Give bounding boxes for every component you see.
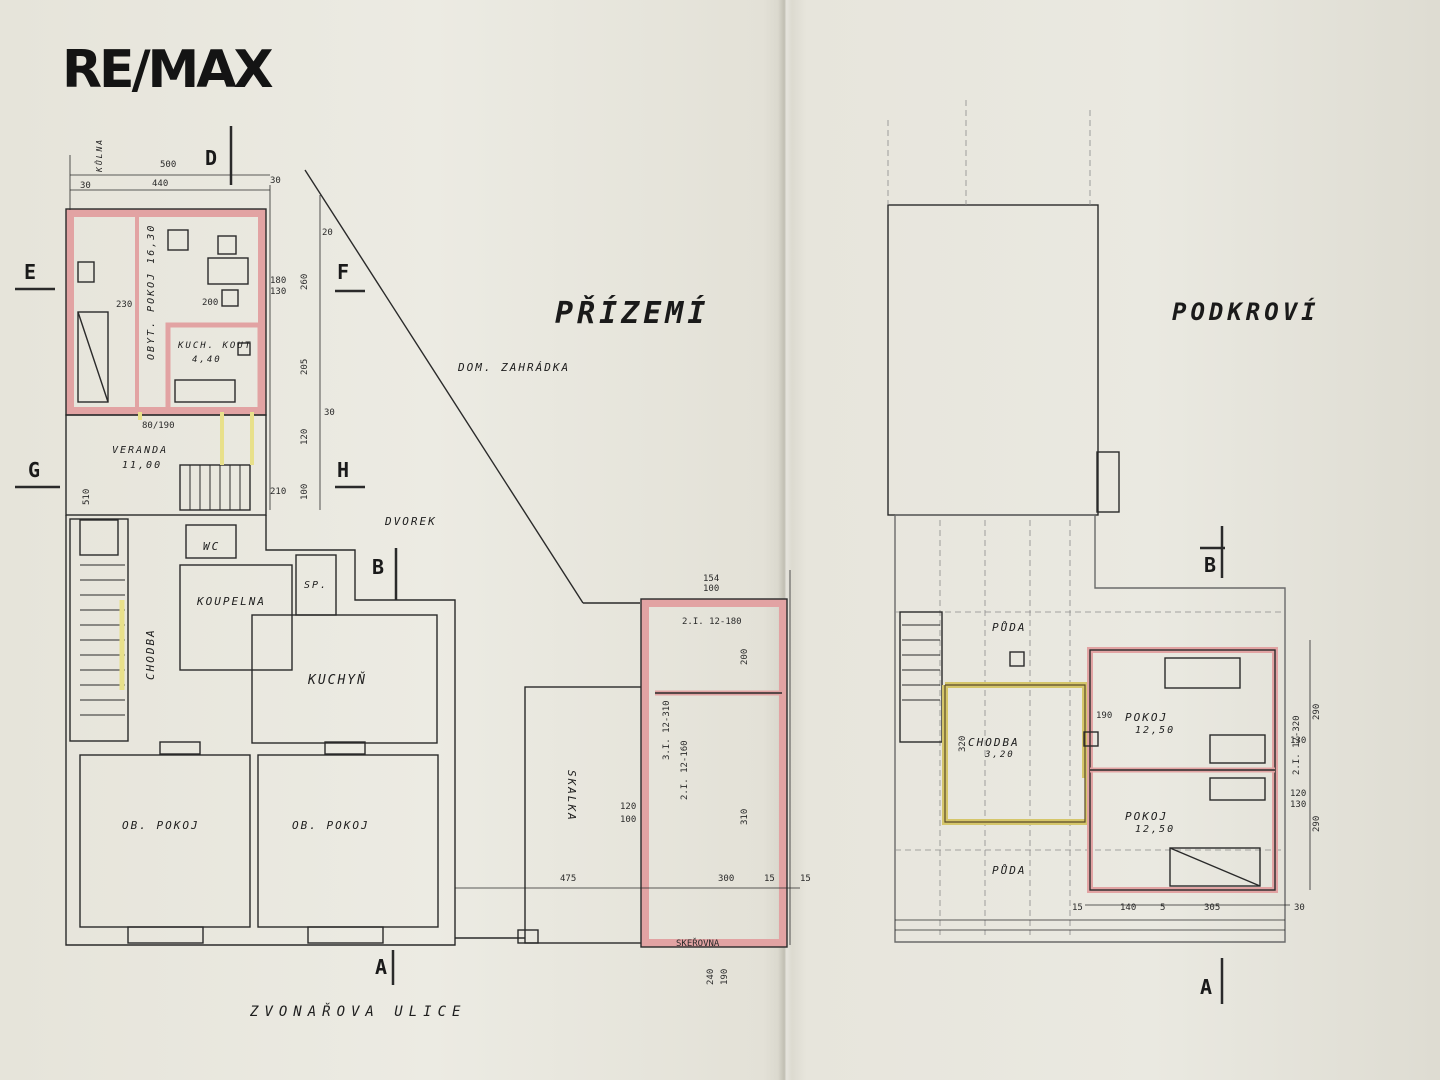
room-label-kitchen: KUCHYŇ [308,673,367,688]
attic-corridor-wall [942,682,1091,825]
attic-label-corridor: CHODBA [968,736,1020,749]
dim-475: 475 [560,874,577,884]
room-area-kitchenette: 4,40 [192,355,222,365]
room-label-corridor: CHODBA [144,628,157,680]
room-area-veranda: 11,00 [122,460,163,471]
dim-510: 510 [82,488,92,505]
attic-dim-15: 15 [1072,903,1083,913]
dim-100: 100 [300,483,310,500]
dim-20: 20 [322,228,333,238]
dim-310: 310 [740,808,750,825]
attic-label-loft-top: PŮDA [992,621,1027,634]
dim-230: 230 [116,300,133,310]
attic-dim-320: 320 [958,735,968,752]
attic-area-corridor: 3,20 [985,750,1015,760]
attic-title: PODKROVÍ [1172,298,1320,326]
attic-area-room1: 12,50 [1135,725,1176,736]
dim-30b: 30 [324,408,335,418]
attic-dim-130b: 130 [1290,800,1307,810]
room-label-living-left: OB. POKOJ [122,819,200,832]
dim-15b: 15 [800,874,811,884]
room-label-rock: SKALKA [565,770,578,822]
room-label-living-right: OB. POKOJ [292,819,370,832]
room-label-kitchenette: KUCH. KOUT [178,341,253,351]
dim-top-total: 500 [160,160,177,170]
section-marker-b: B [372,555,385,579]
label-street: ZVONAŘOVA ULICE [250,1004,467,1020]
attic-dim-130a: 130 [1290,736,1307,746]
section-marker-d: D [205,146,218,170]
section-marker-a: A [375,955,388,979]
dim-205: 205 [300,358,310,375]
attic-area-room2: 12,50 [1135,824,1176,835]
dim-100b: 100 [703,584,720,594]
label-shed: KŮLNA [95,137,104,172]
dim-154: 154 [703,574,720,584]
section-marker-h: H [337,458,350,482]
dim-top-left: 30 [80,181,91,191]
room-label-pantry: SP. [304,580,329,591]
dim-200b: 200 [740,648,750,665]
attic-dim-5: 5 [1160,903,1166,913]
remax-logo: RE/MAX [62,40,274,100]
section-marker-g: G [28,458,41,482]
dim-window-310: 3.I. 12-310 [662,700,672,760]
dim-240: 240 [706,968,716,985]
attic-section-marker-a: A [1200,975,1213,999]
room-label-veranda: VERANDA [112,445,169,456]
kitchenette-wall [165,322,263,413]
dim-window-160: 2.I. 12-160 [680,740,690,800]
dim-top-right: 30 [270,176,281,186]
dim-window-80-190: 80/190 [142,421,175,431]
section-marker-e: E [24,260,37,284]
attic-dim-290b: 290 [1312,815,1322,832]
attic-dim-140: 140 [1120,903,1137,913]
attic-dim-window: 2.I. 12-320 [1292,715,1302,775]
dim-top-inner: 440 [152,179,169,189]
dim-210: 210 [270,487,287,497]
dim-120: 120 [300,428,310,445]
dim-300: 300 [718,874,735,884]
attic-label-room1: POKOJ [1125,711,1169,724]
ground-floor-title: PŘÍZEMÍ [555,296,710,331]
dim-100c: 100 [620,815,637,825]
dim-120b: 120 [620,802,637,812]
dim-260: 260 [300,273,310,290]
room-label-wc: WC [203,540,221,553]
attic-dim-290a: 290 [1312,703,1322,720]
section-marker-f: F [337,260,350,284]
dim-190: 190 [720,968,730,985]
attic-dim-30: 30 [1294,903,1305,913]
dim-130: 130 [270,287,287,297]
attic-dim-120: 120 [1290,789,1307,799]
dim-200: 200 [202,298,219,308]
dim-180: 180 [270,276,287,286]
label-garden: DOM. ZAHRÁDKA [458,361,571,374]
label-bottom-door: SKEŘOVNA [676,939,720,949]
attic-dim-305: 305 [1204,903,1221,913]
dim-shed-door: 2.I. 12-180 [682,617,742,627]
attic-label-room2: POKOJ [1125,810,1169,823]
room-label-bathroom: KOUPELNA [197,595,266,608]
attic-label-loft-bottom: PŮDA [992,864,1027,877]
attic-dim-190: 190 [1096,711,1113,721]
dim-15a: 15 [764,874,775,884]
right-annex-wall [641,599,787,947]
attic-section-marker-b: B [1204,553,1217,577]
label-courtyard: DVOREK [385,515,437,528]
room-label-bedroom-top: OBYT. POKOJ 16,30 [146,223,157,360]
